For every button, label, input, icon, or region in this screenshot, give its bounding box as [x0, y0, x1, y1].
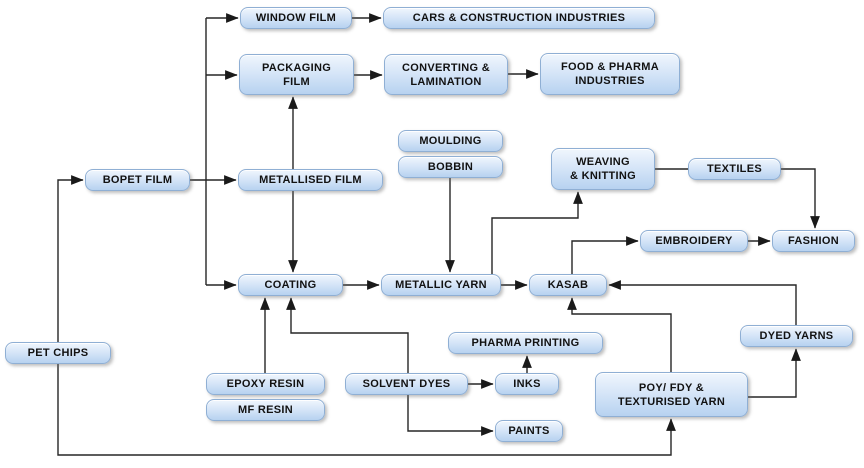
connector-kasab--embroidery [571, 236, 639, 274]
connector-poy-fdy-texturised-yarn--dyed-yarns [748, 348, 801, 398]
node-dyed-yarns: DYED YARNS [740, 325, 853, 347]
connector-dyed-yarns--kasab [608, 280, 797, 325]
node-epoxy-resin: EPOXY RESIN [206, 373, 325, 395]
node-moulding: MOULDING [398, 130, 503, 152]
node-converting-lamination: CONVERTING & LAMINATION [384, 54, 508, 95]
node-paints: PAINTS [495, 420, 563, 442]
node-bopet-film: BOPET FILM [85, 169, 190, 191]
node-weaving-knitting: WEAVING & KNITTING [551, 148, 655, 190]
node-embroidery: EMBROIDERY [640, 230, 748, 252]
node-window-film: WINDOW FILM [240, 7, 352, 29]
connector-solvent-dyes--coating [286, 297, 409, 373]
connector-pet-chips--poy-fdy-texturised-yarn [57, 364, 676, 456]
node-poy-fdy-texturised-yarn: POY/ FDY & TEXTURISED YARN [595, 372, 748, 417]
node-food-pharma-industries: FOOD & PHARMA INDUSTRIES [540, 53, 680, 95]
node-pharma-printing: PHARMA PRINTING [448, 332, 603, 354]
node-kasab: KASAB [529, 274, 607, 296]
node-inks: INKS [495, 373, 559, 395]
connector-poy-fdy-texturised-yarn--kasab [567, 297, 672, 372]
connector-solvent-dyes--paints [407, 395, 494, 436]
node-pet-chips: PET CHIPS [5, 342, 111, 364]
connector-metallic-yarn--weaving-knitting [491, 191, 583, 274]
node-textiles: TEXTILES [688, 158, 781, 180]
node-packaging-film: PACKAGING FILM [239, 54, 354, 95]
node-cars-construction-industries: CARS & CONSTRUCTION INDUSTRIES [383, 7, 655, 29]
node-coating: COATING [238, 274, 343, 296]
node-fashion: FASHION [772, 230, 855, 252]
connector-pet-chips--bopet-film [57, 175, 84, 342]
node-solvent-dyes: SOLVENT DYES [345, 373, 468, 395]
node-bobbin: BOBBIN [398, 156, 503, 178]
node-metallised-film: METALLISED FILM [238, 169, 383, 191]
node-mf-resin: MF RESIN [206, 399, 325, 421]
node-metallic-yarn: METALLIC YARN [381, 274, 501, 296]
connector-textiles--fashion [781, 168, 820, 229]
